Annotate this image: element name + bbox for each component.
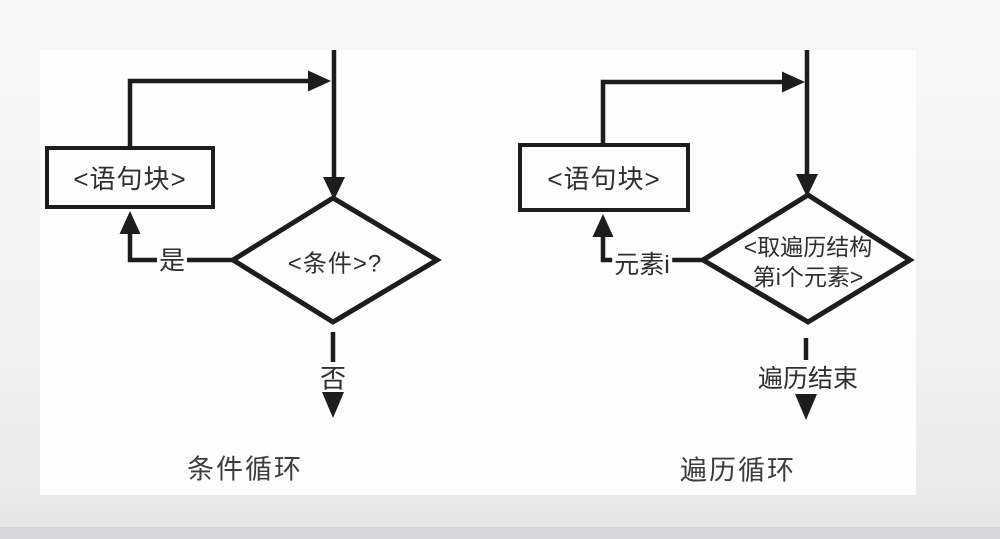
left-loop-back-label: 是 <box>156 240 188 278</box>
right-exit-label: 遍历结束 <box>757 365 859 393</box>
right-loop-back-line <box>600 79 782 143</box>
right-loop-arrowhead-icon <box>782 71 805 93</box>
left-loop-arrowhead-icon <box>308 70 331 92</box>
right-condition-line1: <取遍历结构 <box>743 234 873 260</box>
left-loop-back-line <box>127 78 308 146</box>
bottom-edge-strip <box>0 527 1000 539</box>
left-return-arrowhead-icon <box>119 211 141 234</box>
right-condition-line2: 第i个元素> <box>752 264 864 290</box>
right-flowchart-caption: 遍历循环 <box>680 455 796 486</box>
left-return-line <box>127 232 235 263</box>
slide-panel: <语句块> <条件>? 是 否 条件循环 <语句块> <取遍历结构 第i个元素>… <box>40 50 916 495</box>
flowchart-connectors <box>119 50 915 420</box>
left-flowchart-lines <box>119 50 442 418</box>
right-entry-arrowhead-icon <box>796 174 818 197</box>
right-exit-arrowhead-icon <box>795 394 817 420</box>
right-flowchart-lines <box>592 50 915 420</box>
left-statement-block-node: <语句块> <box>45 146 215 209</box>
left-condition-label: <条件>? <box>287 250 383 278</box>
right-return-arrowhead-icon <box>592 214 614 237</box>
right-statement-block-node: <语句块> <box>518 143 690 212</box>
left-exit-arrowhead-icon <box>322 392 344 418</box>
left-exit-label: 否 <box>319 363 347 394</box>
right-condition-label: <取遍历结构 第i个元素> <box>744 232 872 292</box>
left-flowchart-caption: 条件循环 <box>187 454 303 485</box>
right-loop-back-label: 元素i <box>612 245 672 281</box>
right-condition-diamond <box>698 192 915 325</box>
left-entry-arrowhead-icon <box>323 177 345 200</box>
left-condition-diamond <box>228 195 442 325</box>
